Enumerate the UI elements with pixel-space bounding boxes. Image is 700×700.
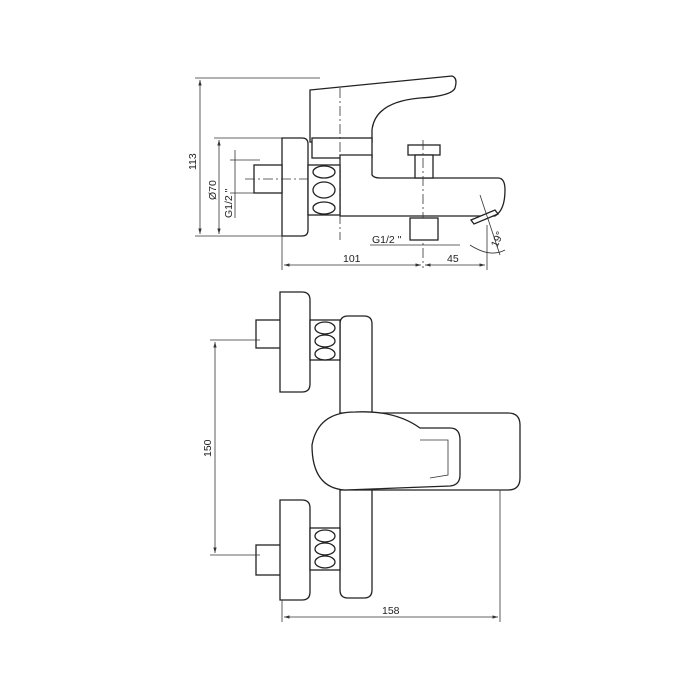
inlet-spacing-label: 150	[202, 439, 214, 457]
side-view: 19° 113 Ø70 G1/2 " G1/2 " 101 45	[187, 75, 507, 270]
inlet-thread-label: G1/2 "	[223, 188, 235, 218]
total-length-label: 158	[382, 605, 400, 617]
top-view: 150 158	[202, 291, 521, 622]
height-dim-label: 113	[187, 153, 199, 170]
length-dim-label: 101	[343, 253, 361, 265]
spout-dim-label: 45	[447, 253, 459, 265]
diameter-dim-label: Ø70	[207, 180, 219, 200]
outlet-thread-label: G1/2 "	[372, 234, 402, 246]
spout-angle-label: 19°	[489, 230, 507, 249]
